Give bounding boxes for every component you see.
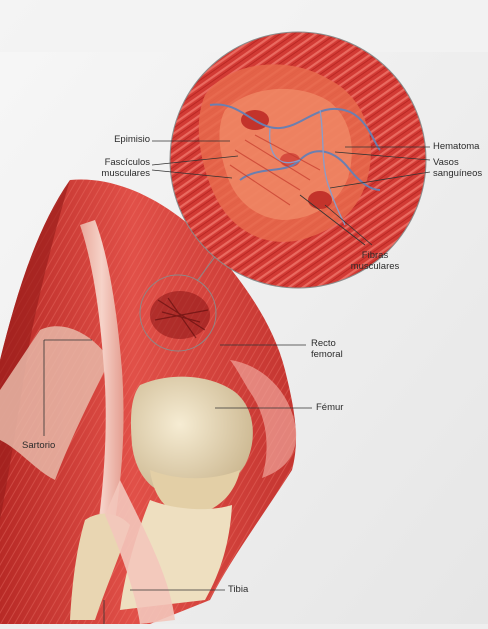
label-fasciculos-line1: Fascículos (92, 157, 150, 168)
label-vasos-line2: sanguíneos (433, 168, 482, 179)
label-femur: Fémur (316, 402, 343, 413)
label-sartorio: Sartorio (22, 440, 55, 451)
label-fasciculos-line2: musculares (92, 168, 150, 179)
label-recto-femoral: Recto femoral (311, 338, 343, 360)
label-tibia: Tibia (228, 584, 248, 595)
label-hematoma: Hematoma (433, 141, 479, 152)
label-fibras-line1: Fibras (340, 250, 410, 261)
bruise-mark (150, 291, 210, 339)
label-vasos-line1: Vasos (433, 157, 482, 168)
label-fibras-line2: musculares (340, 261, 410, 272)
label-recto-line2: femoral (311, 349, 343, 360)
label-recto-line1: Recto (311, 338, 343, 349)
label-fasciculos: Fascículos musculares (92, 157, 150, 179)
label-epimisio: Epimisio (104, 134, 150, 145)
label-fibras: Fibras musculares (340, 250, 410, 272)
label-vasos: Vasos sanguíneos (433, 157, 482, 179)
